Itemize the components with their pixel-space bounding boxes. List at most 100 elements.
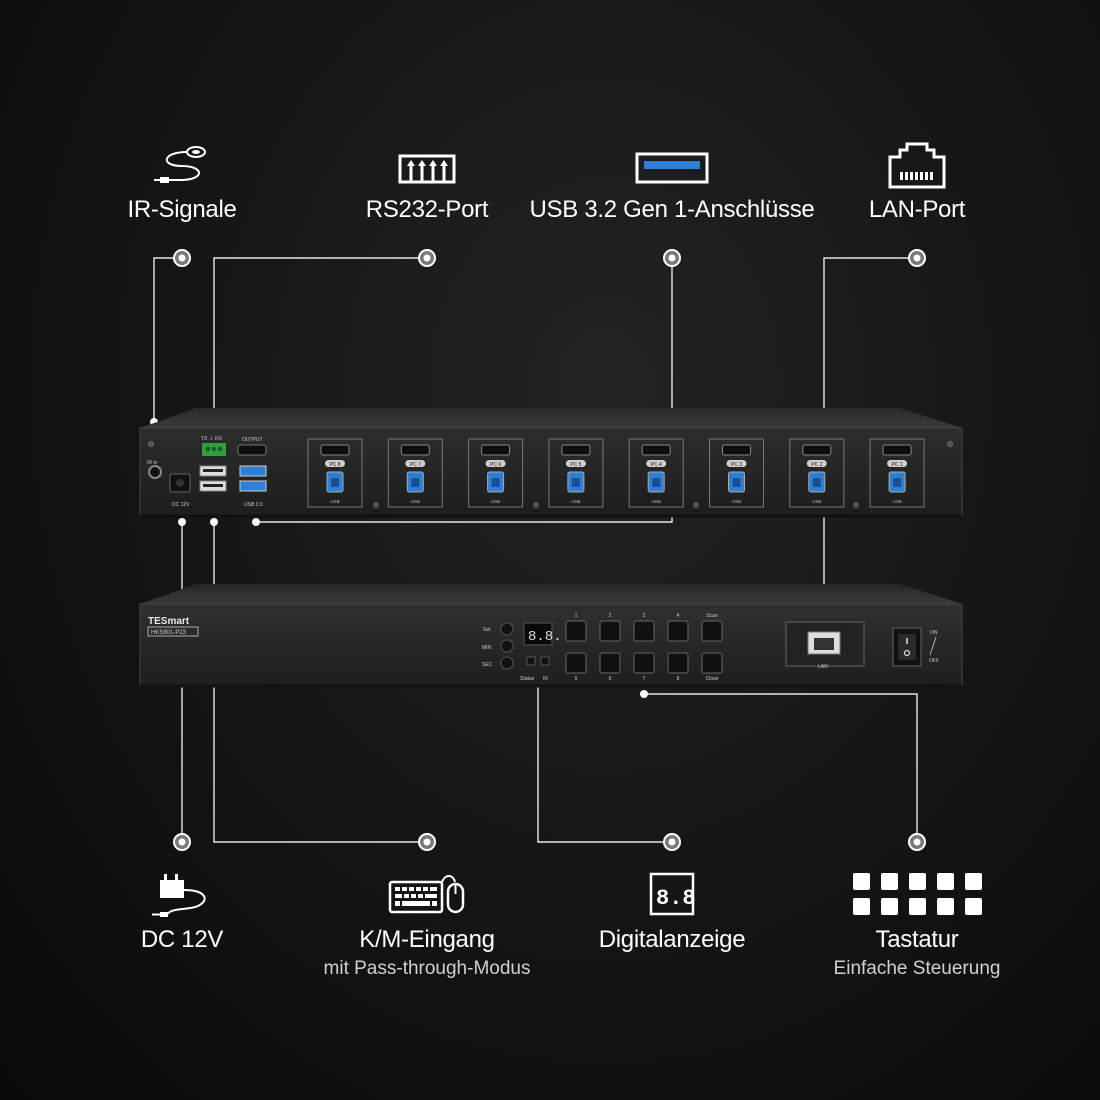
callout-dot-ir xyxy=(173,249,191,267)
keypad-icon xyxy=(853,873,982,915)
front-key[interactable] xyxy=(633,620,655,642)
front-key[interactable] xyxy=(565,652,587,674)
on-label: ON xyxy=(930,630,938,636)
front-key-label: 2 xyxy=(609,613,612,619)
hdmi-input-port xyxy=(320,444,350,456)
digital-display xyxy=(523,622,553,646)
front-key-label: 8 xyxy=(677,676,680,682)
lan-label: LAN xyxy=(818,664,828,670)
ir-sensor xyxy=(540,656,550,666)
usb-port-label: USB xyxy=(411,499,420,504)
dc-label: DC 12V xyxy=(172,502,190,508)
front-key-label: Close xyxy=(706,676,719,682)
usb3-port-1 xyxy=(239,465,267,477)
hdmi-input-port xyxy=(882,444,912,456)
front-key[interactable] xyxy=(599,620,621,642)
feature-lan: LAN-Port xyxy=(767,142,1067,224)
model-label: HKS801-P23 xyxy=(151,630,187,636)
keyboard-mouse-icon xyxy=(388,875,465,914)
feature-label: IR-Signale xyxy=(127,196,237,223)
pc-port-group: PC 5 USB xyxy=(548,438,604,508)
front-key-label: 6 xyxy=(609,676,612,682)
usb-port-label: USB xyxy=(652,499,661,504)
hdmi-input-port xyxy=(481,444,511,456)
usb-port-label: USB xyxy=(571,499,580,504)
front-key-label: 1 xyxy=(575,613,578,619)
usb-port-icon xyxy=(635,152,709,184)
callout-dot-display xyxy=(663,833,681,851)
usb3-port-2 xyxy=(239,480,267,492)
svg-text:8.8.: 8.8. xyxy=(656,886,697,911)
pc-port-label: PC 3 xyxy=(731,462,742,468)
pc-port-label: PC 5 xyxy=(570,462,581,468)
pc-port-label: PC 4 xyxy=(651,462,662,468)
callout-dot-keys xyxy=(908,833,926,851)
pc-port-label: PC 6 xyxy=(490,462,501,468)
hdmi-input-port xyxy=(400,444,430,456)
ir-in-jack xyxy=(148,465,162,479)
status-label: Status xyxy=(520,676,535,682)
digital-display-icon: 8.8. xyxy=(649,872,697,916)
off-label: OFF xyxy=(929,658,939,664)
front-key[interactable] xyxy=(599,652,621,674)
ethernet-port-icon xyxy=(888,142,946,189)
front-key-label: Scan xyxy=(706,613,718,619)
front-key-label: 5 xyxy=(575,676,578,682)
sec-button[interactable] xyxy=(500,656,514,670)
feature-keypad: Tastatur Einfache Steuerung xyxy=(767,870,1067,980)
feature-ir-signals: IR-Signale xyxy=(32,142,332,224)
callout-dot-lan xyxy=(908,249,926,267)
feature-label: USB 3.2 Gen 1-Anschlüsse xyxy=(529,196,815,223)
usb-port-label: USB xyxy=(732,499,741,504)
output-label: OUTPUT xyxy=(242,437,263,443)
display-readout: 8.8. xyxy=(528,629,562,645)
hdmi-output-port xyxy=(237,444,267,456)
hdmi-input-port xyxy=(802,444,832,456)
min-button[interactable] xyxy=(500,639,514,653)
front-key[interactable] xyxy=(701,620,723,642)
pc-port-group: PC 3 USB xyxy=(709,438,764,508)
min-label: MIN xyxy=(482,645,492,651)
hdmi-input-port xyxy=(561,444,591,456)
feature-label: DC 12V xyxy=(140,926,224,953)
front-key[interactable] xyxy=(701,652,723,674)
callout-dot-usb xyxy=(663,249,681,267)
hdmi-input-port xyxy=(722,444,751,456)
brand-logo: TESmart xyxy=(148,616,190,627)
pc-port-label: PC 7 xyxy=(410,462,421,468)
callout-dot-km xyxy=(418,833,436,851)
status-led xyxy=(526,656,536,666)
feature-digital-display: 8.8. Digitalanzeige xyxy=(522,870,822,954)
feature-label: LAN-Port xyxy=(868,196,966,223)
set-button[interactable] xyxy=(500,622,514,636)
callout-dot-dc xyxy=(173,833,191,851)
txrx-label: TX ⏚ RX xyxy=(201,435,223,442)
feature-label: Digitalanzeige xyxy=(598,926,746,953)
pc-port-label: PC 2 xyxy=(811,462,822,468)
front-key-label: 3 xyxy=(643,613,646,619)
usb30-label: USB 3.0 xyxy=(244,502,263,508)
front-key[interactable] xyxy=(633,652,655,674)
feature-sublabel: Einfache Steuerung xyxy=(833,958,1001,979)
front-key-label: 7 xyxy=(643,676,646,682)
front-key[interactable] xyxy=(565,620,587,642)
ir-remote-icon xyxy=(154,146,206,183)
hdmi-input-port xyxy=(641,444,671,456)
ir-label: IR xyxy=(543,676,548,682)
feature-rs232: RS232-Port xyxy=(277,142,577,224)
feature-label: K/M-Eingang xyxy=(359,926,495,953)
feature-label: RS232-Port xyxy=(365,196,489,223)
callout-dot-rs232 xyxy=(418,249,436,267)
serial-port-icon xyxy=(398,154,456,184)
front-key[interactable] xyxy=(667,652,689,674)
power-adapter-icon xyxy=(152,874,206,917)
feature-dc: DC 12V xyxy=(32,870,332,954)
front-key[interactable] xyxy=(667,620,689,642)
